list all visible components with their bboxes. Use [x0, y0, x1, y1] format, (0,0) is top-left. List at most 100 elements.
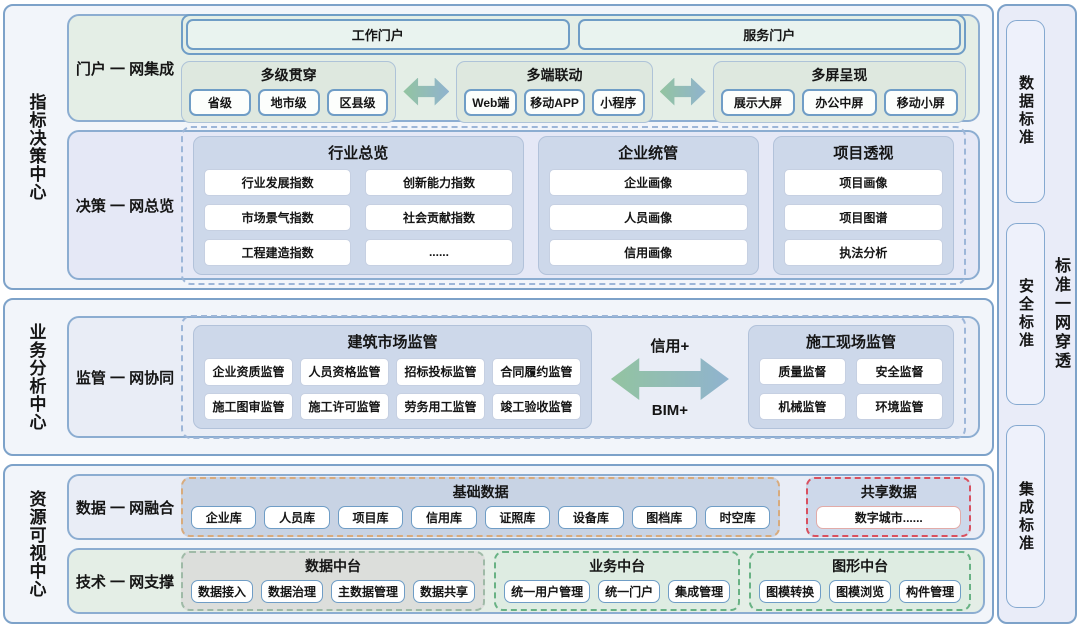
credit-bim-arrow-assembly: 信用+ BIM+: [606, 325, 734, 429]
group-indicator-decision-center: 指标决策中心 门户 一 网集成 工作门户 服务门户 多级贯穿 省级: [3, 4, 994, 290]
item-box: 人员画像: [548, 203, 748, 231]
standards-through-label-wrap: 标准一网穿透: [1045, 6, 1075, 622]
item-box: Web端: [464, 88, 518, 116]
card-items: Web端 移动APP 小程序: [464, 88, 645, 116]
card-title: 业务中台: [589, 558, 646, 574]
card-business-middle-platform: 业务中台 统一用户管理 统一门户 集成管理: [494, 551, 741, 611]
item-box: 主数据管理: [331, 580, 406, 603]
standard-label: 数据标准: [1017, 75, 1034, 148]
band-data-fusion: 数据 一 网融合 基础数据 企业库 人员库 项目库 信用库 证照库 设备库 图档…: [67, 474, 986, 540]
credit-plus-label: 信用+: [650, 338, 690, 355]
band-decision-overview: 决策 一 网总览 行业总览 行业发展指数 创新能力指数 市场景气指数 社会贡献指…: [67, 125, 980, 285]
item-box: 创新能力指数: [365, 168, 513, 196]
standards-through-label: 标准一网穿透: [1052, 257, 1069, 371]
item-box: 图档库: [631, 506, 697, 529]
item-box: 项目画像: [783, 168, 943, 196]
card-items: 行业发展指数 创新能力指数 市场景气指数 社会贡献指数 工程建造指数 .....…: [204, 168, 513, 266]
card-title: 基础数据: [452, 484, 509, 500]
item-box: 社会贡献指数: [365, 203, 513, 231]
band-supervision-collaboration: 监管 一 网协同 建筑市场监管 企业资质监管 人员资格监管 招标投标监管 合同履…: [67, 315, 980, 439]
card-graphics-middle-platform: 图形中台 图模转换 图模浏览 构件管理: [749, 551, 972, 611]
card-title: 共享数据: [860, 484, 917, 500]
integration-standard-box: 集成标准: [1006, 425, 1045, 609]
group-label-resource-visualization: 资源可视中心: [5, 466, 67, 622]
card-title: 企业统管: [618, 144, 679, 162]
item-box: 招标投标监管: [395, 358, 485, 386]
item-box: 企业画像: [548, 168, 748, 196]
card-data-middle-platform: 数据中台 数据接入 数据治理 主数据管理 数据共享: [181, 551, 486, 611]
tech-band-content: 数据中台 数据接入 数据治理 主数据管理 数据共享 业务中台 统一用户管理 统一…: [181, 544, 983, 618]
item-box: 信用画像: [548, 238, 748, 266]
item-box: 办公中屏: [802, 88, 877, 116]
card-items: 省级 地市级 区县级: [189, 88, 389, 116]
item-box: 机械监管: [758, 393, 846, 420]
card-items: 统一用户管理 统一门户 集成管理: [504, 580, 731, 603]
item-box: 合同履约监管: [491, 358, 581, 386]
service-portal-box: 服务门户: [577, 18, 961, 50]
group3-content: 数据 一 网融合 基础数据 企业库 人员库 项目库 信用库 证照库 设备库 图档…: [67, 466, 997, 622]
item-box: 移动小屏: [883, 88, 959, 116]
card-industry-overview: 行业总览 行业发展指数 创新能力指数 市场景气指数 社会贡献指数 工程建造指数 …: [193, 135, 524, 275]
item-box: 设备库: [558, 506, 624, 529]
card-title: 多端联动: [526, 66, 583, 83]
card-items: 企业资质监管 人员资格监管 招标投标监管 合同履约监管 施工图审监管 施工许可监…: [204, 358, 581, 420]
standards-sidebar: 数据标准 安全标准 集成标准 标准一网穿透: [997, 4, 1077, 624]
item-box: 信用库: [411, 506, 477, 529]
group-business-analysis-center: 业务分析中心 监管 一 网协同 建筑市场监管 企业资质监管 人员资格监管 招标投…: [3, 298, 994, 456]
card-items: 图模转换 图模浏览 构件管理: [759, 580, 962, 603]
item-box: 质量监督: [758, 358, 846, 385]
item-box: 企业资质监管: [204, 358, 293, 386]
item-box: 人员资格监管: [299, 358, 389, 386]
card-items: 企业画像 人员画像 信用画像: [548, 168, 748, 266]
card-title: 项目透视: [833, 144, 894, 162]
item-box: 施工图审监管: [204, 392, 293, 420]
work-portal-box: 工作门户: [186, 18, 570, 50]
item-box: 统一用户管理: [504, 580, 591, 603]
item-box: 项目图谱: [783, 203, 943, 231]
card-basic-data: 基础数据 企业库 人员库 项目库 信用库 证照库 设备库 图档库 时空库: [181, 477, 781, 537]
item-box: 工程建造指数: [204, 238, 352, 266]
data-standard-box: 数据标准: [1006, 20, 1045, 203]
decision-dashed-wrap: 行业总览 行业发展指数 创新能力指数 市场景气指数 社会贡献指数 工程建造指数 …: [181, 125, 966, 285]
card-construction-site-supervision: 施工现场监管 质量监督 安全监督 机械监管 环境监管: [747, 325, 954, 429]
card-multi-level: 多级贯穿 省级 地市级 区县级: [181, 60, 397, 123]
item-box: 证照库: [484, 506, 551, 529]
item-box: 图模浏览: [829, 580, 892, 603]
standards-boxes: 数据标准 安全标准 集成标准: [999, 6, 1045, 622]
card-title: 行业总览: [328, 144, 389, 162]
band-title-tech-support: 技术 一 网支撑: [75, 573, 175, 591]
item-box: 移动APP: [524, 88, 585, 116]
supervision-band-content: 建筑市场监管 企业资质监管 人员资格监管 招标投标监管 合同履约监管 施工图审监…: [181, 308, 978, 446]
item-box: 企业库: [191, 506, 257, 529]
band-tech-support: 技术 一 网支撑 数据中台 数据接入 数据治理 主数据管理 数据共享 业务中台: [67, 548, 986, 614]
item-box: 安全监督: [855, 358, 943, 385]
item-box: 数据治理: [261, 580, 324, 603]
card-title: 施工现场监管: [805, 334, 896, 351]
standard-label: 集成标准: [1017, 480, 1034, 553]
item-box: ......: [365, 238, 513, 266]
card-items: 质量监督 安全监督 机械监管 环境监管: [758, 358, 943, 420]
card-items: 展示大屏 办公中屏 移动小屏: [720, 88, 959, 116]
group-label-text: 资源可视中心: [26, 490, 46, 598]
item-box: 数字城市......: [816, 506, 962, 529]
item-box: 区县级: [326, 88, 389, 116]
item-box: 省级: [189, 88, 251, 116]
card-title: 图形中台: [832, 558, 889, 574]
item-box: 展示大屏: [720, 88, 796, 116]
card-title: 建筑市场监管: [347, 334, 438, 351]
group-label-text: 业务分析中心: [26, 323, 46, 431]
supervision-dashed-wrap: 建筑市场监管 企业资质监管 人员资格监管 招标投标监管 合同履约监管 施工图审监…: [181, 315, 966, 439]
item-box: 人员库: [264, 506, 330, 529]
data-band-content: 基础数据 企业库 人员库 项目库 信用库 证照库 设备库 图档库 时空库: [181, 470, 983, 544]
item-box: 数据共享: [413, 580, 476, 603]
band-title-data-fusion: 数据 一 网融合: [75, 499, 175, 517]
card-multi-end: 多端联动 Web端 移动APP 小程序: [456, 60, 653, 123]
item-box: 小程序: [591, 88, 645, 116]
group-resource-visualization-center: 资源可视中心 数据 一 网融合 基础数据 企业库 人员库 项目库 信用库 证照库: [3, 464, 994, 624]
double-arrow-icon: [403, 77, 450, 106]
group2-content: 监管 一 网协同 建筑市场监管 企业资质监管 人员资格监管 招标投标监管 合同履…: [67, 300, 992, 454]
security-standard-box: 安全标准: [1006, 222, 1045, 406]
band-title-portal: 门户 一 网集成: [75, 60, 175, 78]
group-label-indicator-decision: 指标决策中心: [5, 6, 67, 288]
